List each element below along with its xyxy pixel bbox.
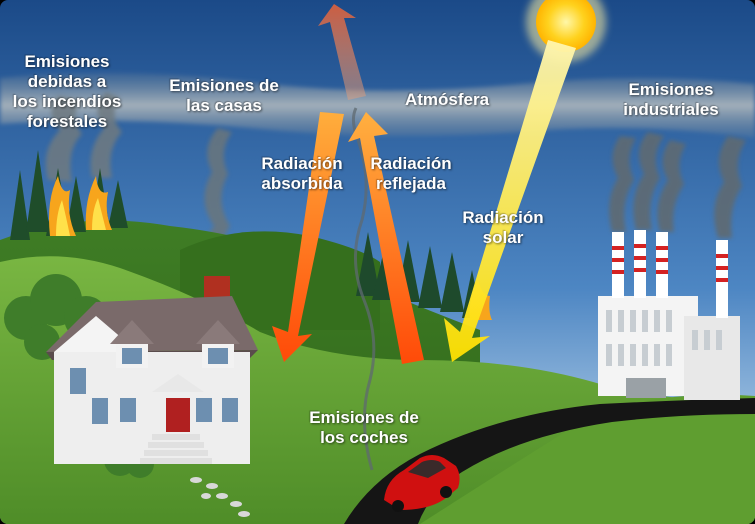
solar-radiation-label: Radiación solar (454, 208, 552, 248)
houses-emissions-label: Emisiones de las casas (160, 76, 288, 116)
absorbed-radiation-label: Radiación absorbida (254, 154, 350, 194)
cars-emissions-label: Emisiones de los coches (300, 408, 428, 448)
atmosphere-label: Atmósfera (392, 90, 502, 110)
industrial-emissions-label: Emisiones industriales (614, 80, 728, 120)
forest-fires-emissions-label: Emisiones debidas a los incendios forest… (6, 52, 128, 132)
reflected-radiation-label: Radiación reflejada (364, 154, 458, 194)
